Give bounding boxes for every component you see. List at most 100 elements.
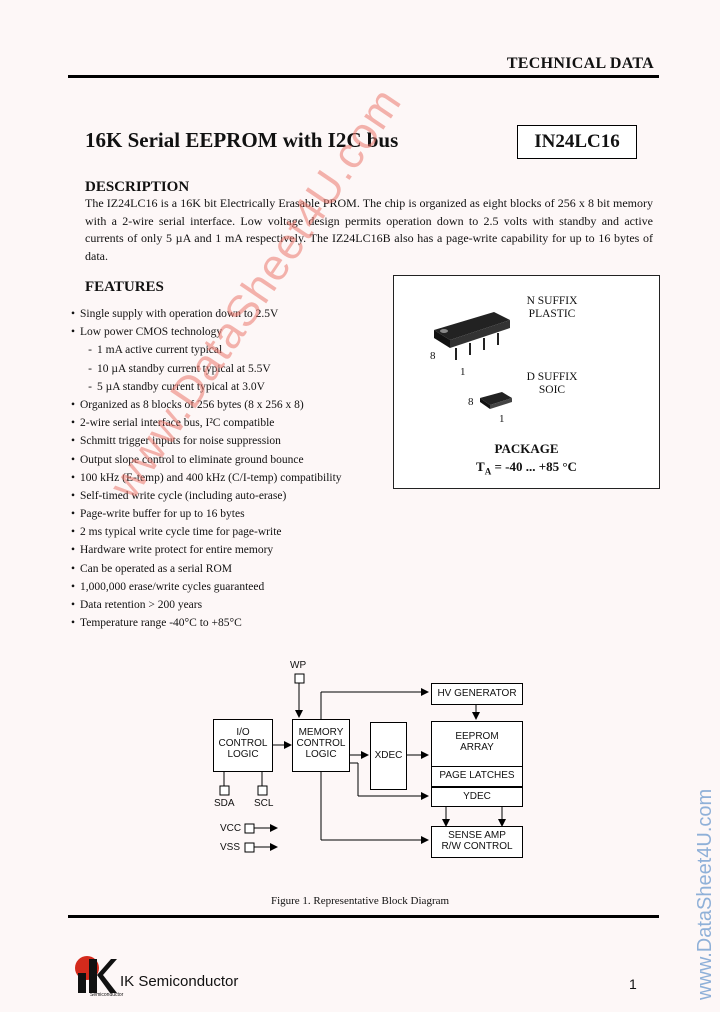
mem-line3: LOGIC (305, 749, 337, 760)
feature-item: •100 kHz (E-temp) and 400 kHz (C/I-temp)… (66, 469, 376, 487)
feature-item: • Output slope control to eliminate groun… (66, 451, 376, 469)
feature-text: Hardware write protect for entire memory (80, 544, 274, 557)
soic-pin1-label: 1 (499, 413, 505, 425)
io-control-block: I/O CONTROL LOGIC (213, 719, 273, 772)
page-number: 1 (629, 976, 637, 992)
feature-item: • 1,000,000 erase/write cycles guaranteed (66, 578, 376, 596)
feature-text: 1,000,000 erase/write cycles guaranteed (80, 580, 265, 593)
feature-bullet: • (70, 508, 76, 521)
feature-text: Temperature range -40°C to +85°C (80, 617, 242, 630)
feature-item: • 2-wire serial interface bus, I²C compat… (66, 414, 376, 432)
xdec-block: XDEC (370, 722, 407, 790)
io-line3: LOGIC (227, 749, 259, 760)
feature-text: 5 µA standby current typical at 3.0V (97, 380, 265, 393)
feature-bullet: • (70, 562, 76, 575)
feature-bullet: • (70, 526, 76, 539)
memory-control-block: MEMORY CONTROL LOGIC (292, 719, 350, 772)
feature-item: • Single supply with operation down to 2.… (66, 305, 376, 323)
feature-item: • Page-write buffer for up to 16 bytes (66, 505, 376, 523)
n-suffix-label: N SUFFIX (526, 295, 578, 307)
sda-pin-label: SDA (214, 798, 235, 809)
feature-text: Single supply with operation down to 2.5… (80, 308, 279, 320)
vss-pin-label: VSS (220, 842, 241, 853)
features-list: • Single supply with operation down to 2.… (66, 305, 376, 632)
page-latches-block: PAGE LATCHES (432, 766, 522, 785)
feature-item: -5 µA standby current typical at 3.0V (66, 378, 376, 396)
feature-item: • Can be operated as a serial ROM (66, 560, 376, 578)
part-number-box: IN24LC16 (517, 125, 637, 159)
feature-bullet: • (70, 435, 76, 448)
figure-caption: Figure 1. Representative Block Diagram (270, 895, 450, 907)
feature-bullet: • (70, 599, 76, 611)
feature-item: •Organized as 8 blocks of 256 bytes (8 x… (66, 396, 376, 414)
mem-line2: CONTROL (296, 738, 346, 749)
feature-bullet: - (88, 362, 92, 375)
soic-pin8-label: 8 (468, 396, 474, 408)
page-title: 16K Serial EEPROM with I2C bus (85, 128, 399, 152)
feature-bullet: • (70, 489, 76, 502)
package-heading: PACKAGE (494, 441, 559, 456)
footer-rule (68, 915, 659, 918)
temp-label: T (476, 459, 485, 474)
feature-text: Low power CMOS technology (80, 326, 223, 339)
feature-item: • Temperature range -40°C to +85°C (66, 614, 376, 632)
feature-text: Schmitt trigger inputs for noise suppres… (80, 435, 281, 448)
vcc-pin-label: VCC (220, 823, 242, 834)
header-rule (68, 75, 659, 78)
feature-text: Output slope control to eliminate ground… (80, 453, 304, 466)
d-suffix-label: D SUFFIX (526, 371, 578, 383)
company-name: IK Semiconductor (120, 973, 239, 990)
n-type-label: PLASTIC (528, 308, 576, 320)
package-temperature: TA = -40 ... +85 °C (394, 459, 659, 477)
feature-item: • Low power CMOS technology (66, 323, 376, 341)
mem-line1: MEMORY (298, 727, 344, 738)
package-box: 8 1 N SUFFIX PLASTIC 8 1 D SUFFIX SOIC P… (393, 275, 660, 489)
feature-bullet: • (70, 617, 76, 630)
feature-text: 2 ms typical write cycle time for page-w… (80, 526, 282, 539)
side-watermark-link[interactable]: www.DataSheet4U.com (694, 788, 716, 1000)
dip-pin1-label: 1 (460, 366, 466, 378)
dip-package-icon (434, 312, 510, 360)
feature-text: Page-write buffer for up to 16 bytes (80, 508, 245, 521)
feature-text: 10 µA standby current typical at 5.5V (97, 362, 271, 375)
feature-text: 1 mA active current typical (97, 344, 223, 357)
d-type-label: SOIC (538, 384, 566, 396)
io-line2: CONTROL (218, 738, 268, 749)
feature-item: • Self-timed write cycle (including auto-… (66, 487, 376, 505)
ik-logo-icon (75, 956, 117, 993)
feature-bullet: • (70, 544, 76, 557)
feature-item: • Data retention > 200 years (66, 596, 376, 614)
feature-bullet: • (70, 308, 76, 320)
feature-item: -10 µA standby current typical at 5.5V (66, 360, 376, 378)
feature-item: • Hardware write protect for entire memor… (66, 541, 376, 559)
feature-bullet: - (88, 380, 92, 393)
description-heading: DESCRIPTION (85, 179, 190, 195)
feature-bullet: • (70, 326, 76, 339)
feature-text: 2-wire serial interface bus, I²C compati… (80, 417, 275, 430)
block-diagram-wires (219, 673, 506, 853)
hv-generator-block: HV GENERATOR (431, 683, 523, 705)
sense-line2: R/W CONTROL (441, 841, 513, 852)
feature-bullet: - (88, 344, 92, 357)
feature-text: 100 kHz (E-temp) and 400 kHz (C/I-temp) … (80, 471, 342, 484)
eeprom-array-block: EEPROM ARRAY PAGE LATCHES (431, 721, 523, 787)
feature-item: -1 mA active current typical (66, 341, 376, 359)
feature-bullet: • (70, 417, 76, 430)
io-line1: I/O (236, 727, 250, 738)
ydec-block: YDEC (431, 787, 523, 807)
feature-text: Can be operated as a serial ROM (80, 562, 233, 575)
features-heading: FEATURES (85, 279, 164, 295)
temp-value: = -40 ... +85 °C (491, 459, 577, 474)
scl-pin-label: SCL (254, 798, 274, 809)
eeprom-line1: EEPROM (455, 731, 499, 742)
header-label: TECHNICAL DATA (506, 55, 654, 72)
feature-text: Data retention > 200 years (80, 599, 203, 611)
wp-pin-label: WP (290, 660, 307, 671)
feature-text: Self-timed write cycle (including auto-e… (80, 489, 287, 502)
description-text: The IZ24LC16 is a 16K bit Electrically E… (85, 196, 653, 263)
feature-bullet: • (70, 398, 76, 411)
feature-bullet: • (70, 580, 76, 593)
logo-subtext: Semiconductor (90, 992, 124, 998)
dip-pin8-label: 8 (430, 350, 436, 362)
feature-bullet: • (70, 453, 76, 466)
